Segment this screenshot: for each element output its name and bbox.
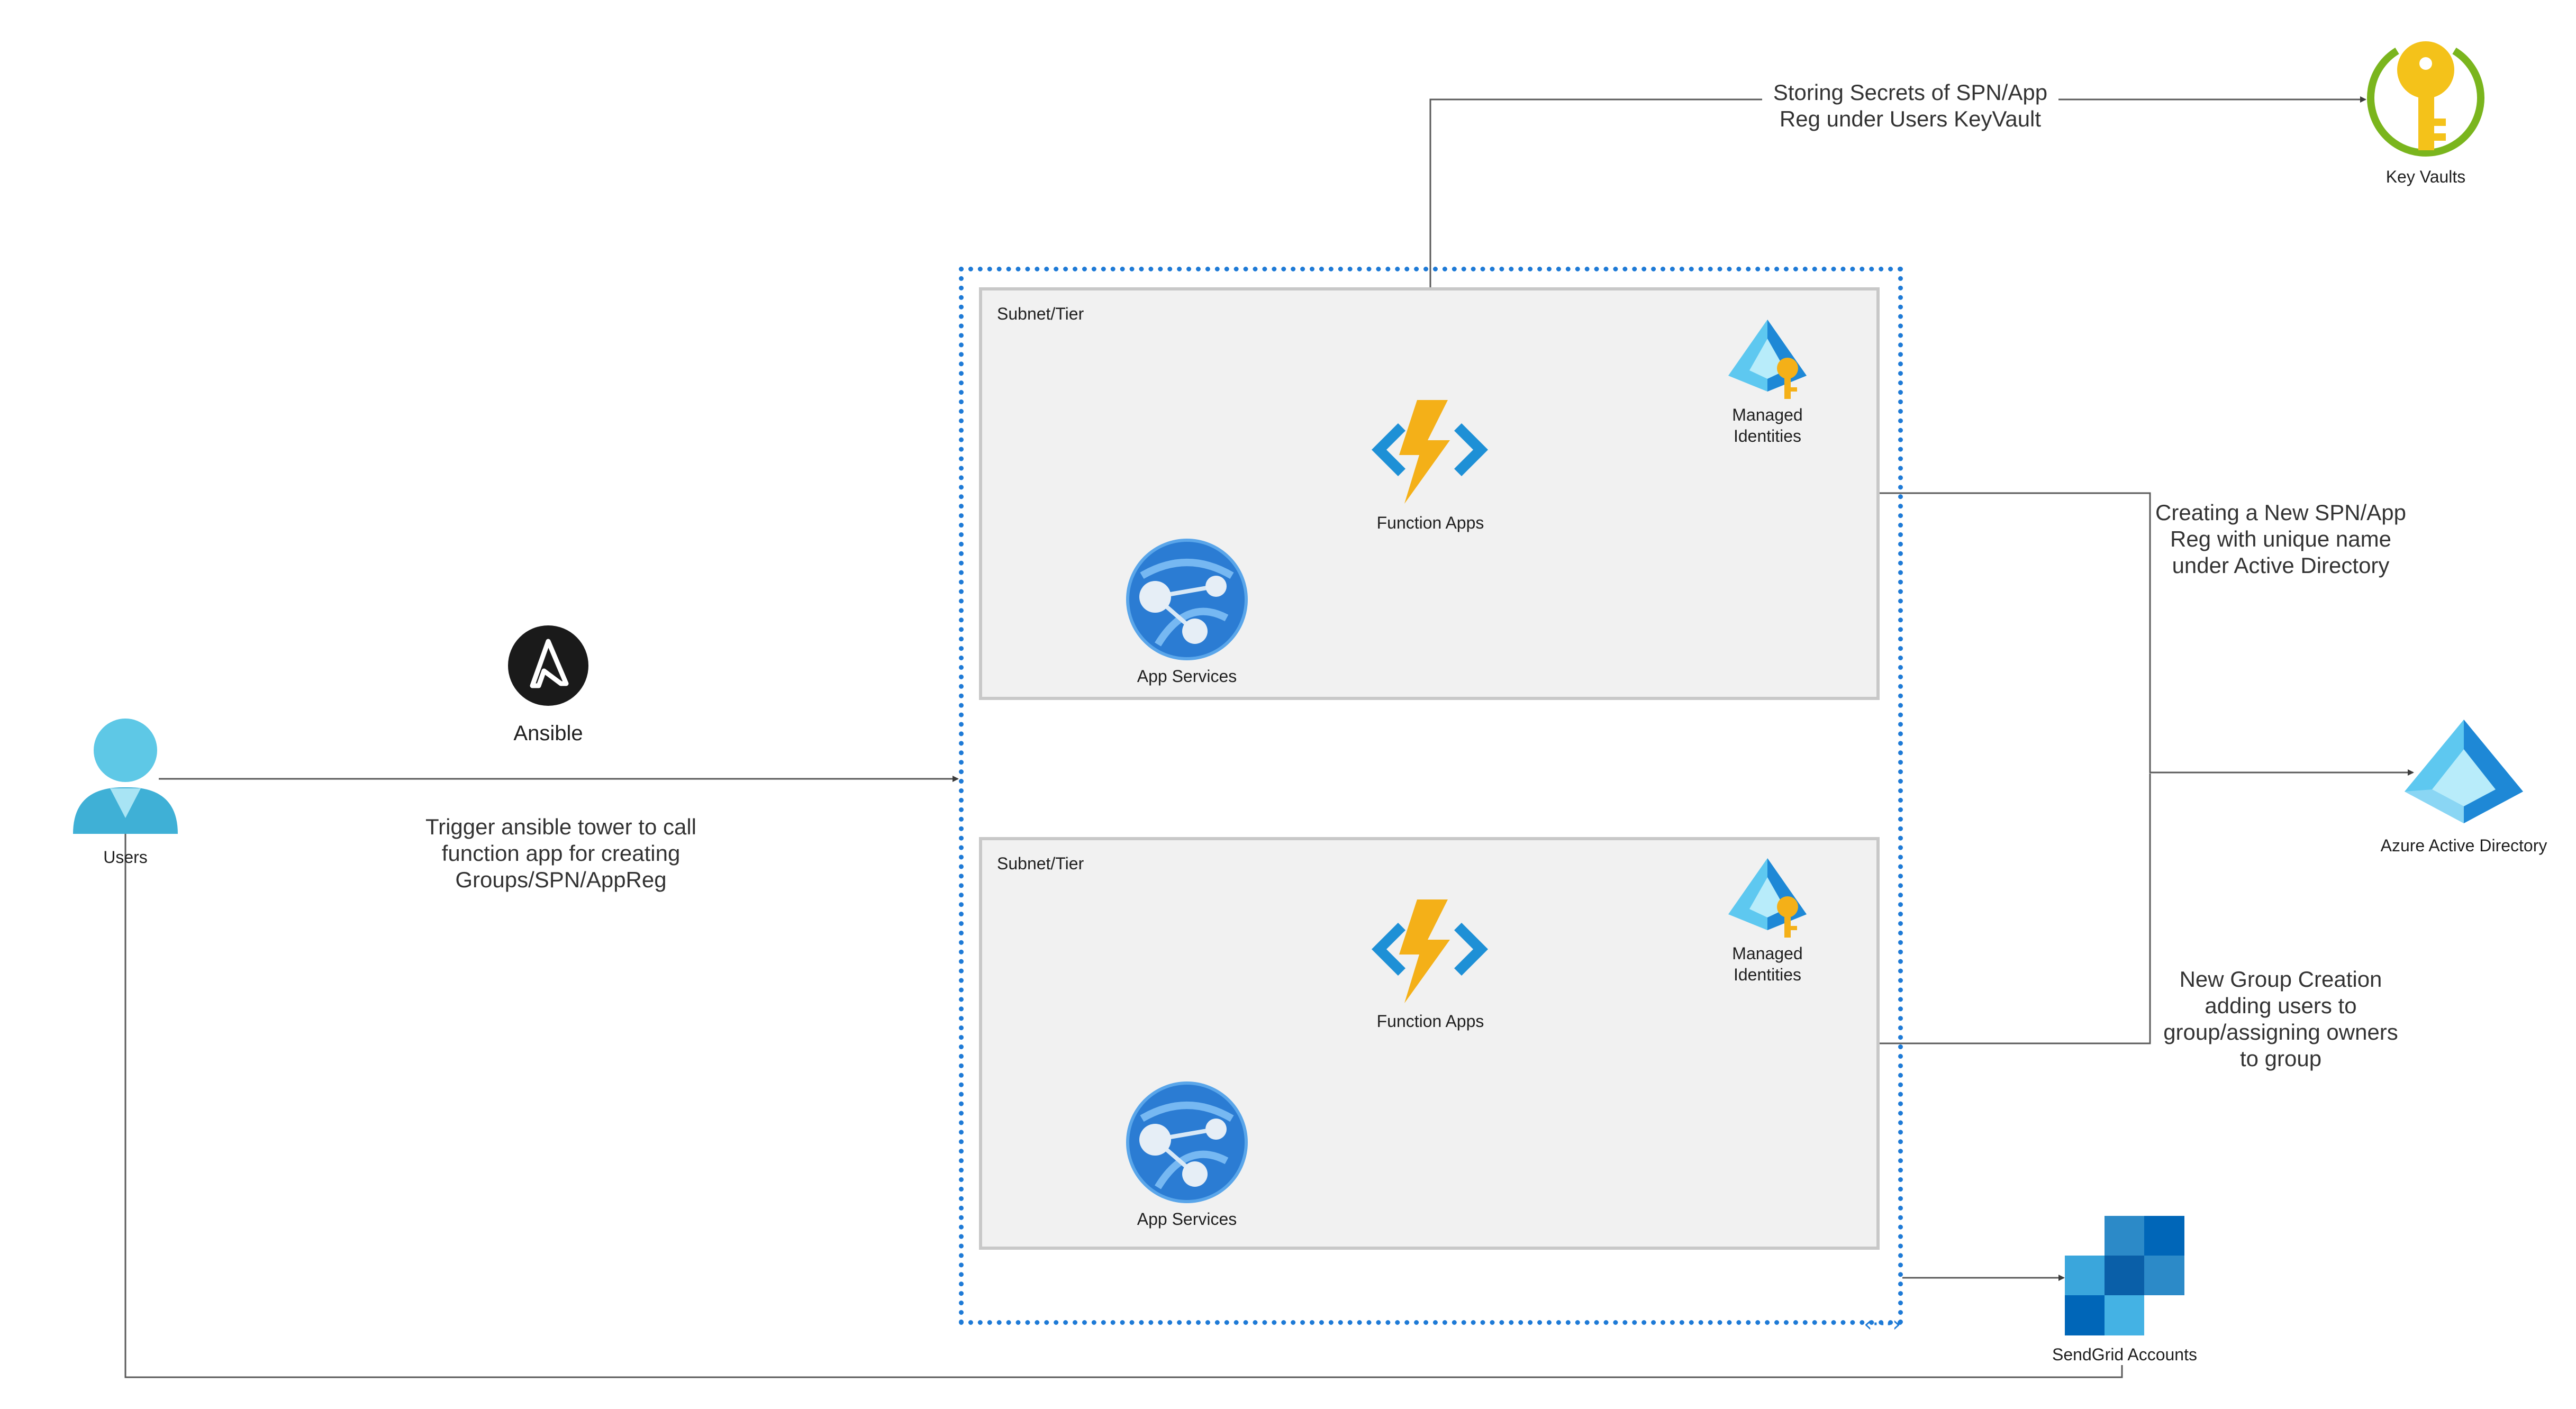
azure-ad-label: Azure Active Directory: [2380, 836, 2547, 855]
app-services-label: App Services: [1137, 667, 1237, 686]
sendgrid-icon[interactable]: [2065, 1216, 2184, 1335]
ansible-logo-icon[interactable]: [508, 625, 588, 706]
subnet-title: Subnet/Tier: [997, 854, 1084, 873]
globe-network-icon[interactable]: [1126, 1081, 1248, 1203]
key-vault-icon[interactable]: [2365, 39, 2486, 160]
managed-identity-icon[interactable]: [1726, 317, 1809, 402]
edge-vnet-to-keyvault: [1429, 96, 1768, 287]
edge-subnet1-to-aad: [1880, 492, 2414, 776]
virtual-network-boundary: [959, 267, 1903, 1325]
managed-identities-label: Managed Identities: [1732, 944, 1803, 984]
managed-identity-icon[interactable]: [1726, 856, 1809, 941]
azure-ad-pyramid-icon[interactable]: [2402, 717, 2525, 830]
group-note: New Group Creation adding users to group…: [2163, 967, 2398, 1071]
managed-identities-label: Managed Identities: [1732, 405, 1803, 446]
lightning-bolt-icon[interactable]: [1368, 897, 1491, 1005]
secrets-note: Storing Secrets of SPN/App Reg under Use…: [1762, 79, 2058, 132]
subnet-tier-1: Subnet/Tier: [979, 287, 1880, 700]
key-vaults-label: Key Vaults: [2385, 167, 2466, 186]
lightning-bolt-icon[interactable]: [1368, 398, 1491, 506]
function-apps-label: Function Apps: [1376, 513, 1484, 532]
ansible-label: Ansible: [513, 722, 583, 745]
globe-network-icon[interactable]: [1126, 539, 1248, 660]
user-icon[interactable]: [68, 717, 183, 839]
users-label: Users: [103, 848, 148, 867]
edge-subnet2-to-aad: [1880, 774, 2151, 1044]
subnet-title: Subnet/Tier: [997, 304, 1084, 323]
app-services-label: App Services: [1137, 1210, 1237, 1229]
create-spn-note: Creating a New SPN/App Reg with unique n…: [2155, 500, 2406, 578]
function-apps-label: Function Apps: [1376, 1012, 1484, 1031]
trigger-note: Trigger ansible tower to call function a…: [425, 814, 696, 892]
sendgrid-label: SendGrid Accounts: [2052, 1345, 2197, 1364]
edge-sendgrid-to-users: [122, 820, 2123, 1378]
virtual-network-icon: ‹···›: [1864, 1312, 1901, 1337]
